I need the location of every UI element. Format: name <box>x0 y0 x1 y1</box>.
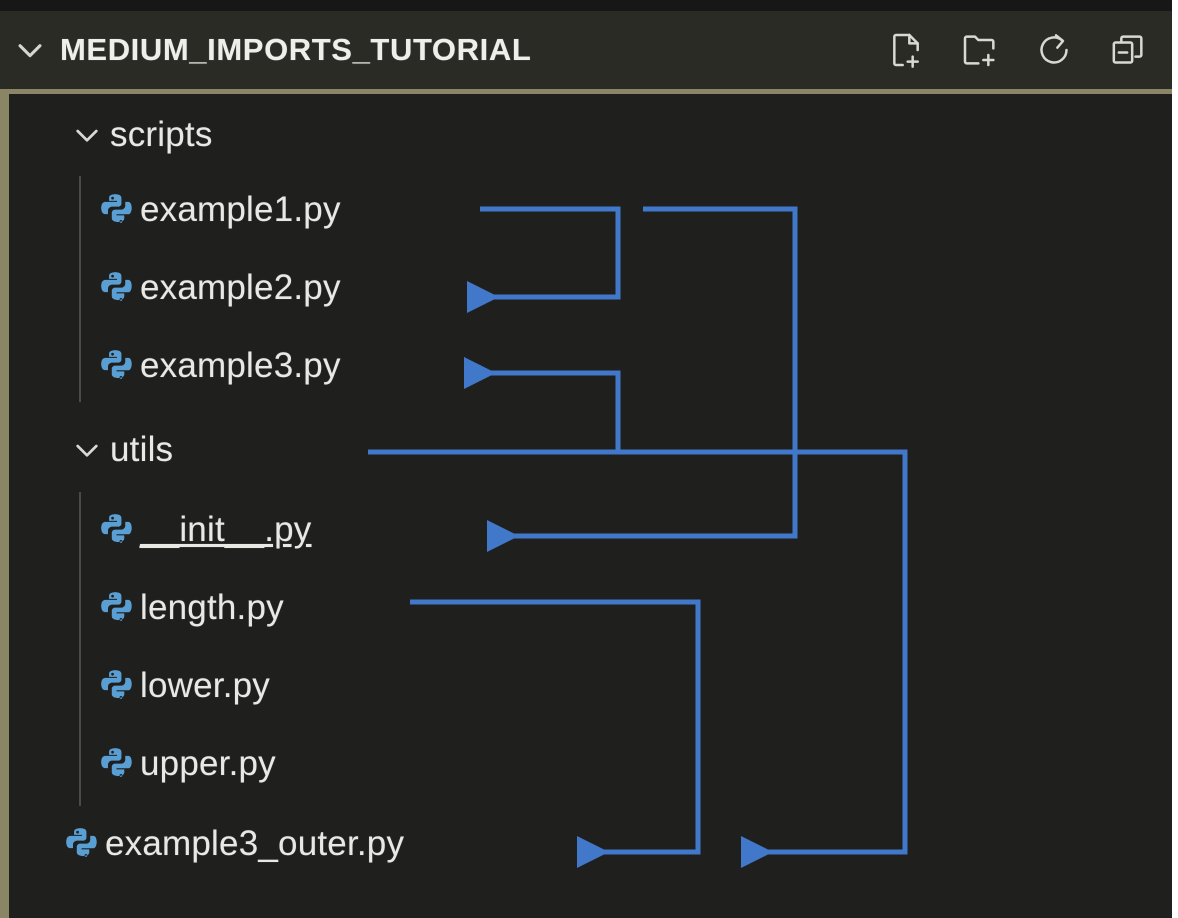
tree-item-label: example1.py <box>140 190 341 229</box>
chevron-down-icon[interactable] <box>0 33 60 67</box>
tree-item-example3[interactable]: example3.py <box>9 328 341 404</box>
explorer-actions <box>884 11 1150 89</box>
python-file-icon <box>94 589 140 627</box>
python-file-icon <box>94 667 140 705</box>
tree-item-example1[interactable]: example1.py <box>9 172 341 248</box>
tree-item-label: utils <box>110 430 174 469</box>
tree-item-label: example3_outer.py <box>105 824 405 863</box>
tree-item-example2[interactable]: example2.py <box>9 250 341 326</box>
tree-item-init[interactable]: __init__.py <box>9 492 312 568</box>
header-divider <box>0 89 1172 94</box>
tree-item-utils[interactable]: utils <box>9 412 173 488</box>
refresh-icon[interactable] <box>1032 28 1076 72</box>
page-title: MEDIUM_IMPORTS_TUTORIAL <box>60 32 532 67</box>
indent-guide-utils <box>79 492 81 806</box>
tree-item-label: upper.py <box>140 744 276 783</box>
right-gutter <box>1172 0 1178 918</box>
collapse-all-icon[interactable] <box>1106 28 1150 72</box>
tree-item-upper[interactable]: upper.py <box>9 726 276 802</box>
tree-item-label: __init__.py <box>140 510 312 549</box>
python-file-icon <box>94 745 140 783</box>
tree-item-label: example2.py <box>140 268 341 307</box>
chevron-down-icon[interactable] <box>64 434 110 466</box>
tree-item-label: lower.py <box>140 666 270 705</box>
python-file-icon <box>94 191 140 229</box>
tree-item-scripts[interactable]: scripts <box>9 97 213 173</box>
tree-item-lower[interactable]: lower.py <box>9 648 270 724</box>
explorer-section-header[interactable]: MEDIUM_IMPORTS_TUTORIAL <box>0 11 1172 89</box>
new-file-icon[interactable] <box>884 28 928 72</box>
chevron-down-icon[interactable] <box>64 119 110 151</box>
tree-item-label: scripts <box>110 115 213 154</box>
tree-item-length[interactable]: length.py <box>9 570 284 646</box>
python-file-icon <box>94 511 140 549</box>
window-top-strip <box>0 0 1172 11</box>
tree-item-label: length.py <box>140 588 284 627</box>
python-file-icon <box>94 269 140 307</box>
tree-item-label: example3.py <box>140 346 341 385</box>
tree-left-border <box>0 94 9 918</box>
python-file-icon <box>94 347 140 385</box>
indent-guide-scripts <box>79 176 81 402</box>
python-file-icon <box>59 825 105 863</box>
file-tree: scripts example1.py example2.py <box>9 94 1172 918</box>
new-folder-icon[interactable] <box>958 28 1002 72</box>
tree-item-example3-outer[interactable]: example3_outer.py <box>9 806 404 882</box>
